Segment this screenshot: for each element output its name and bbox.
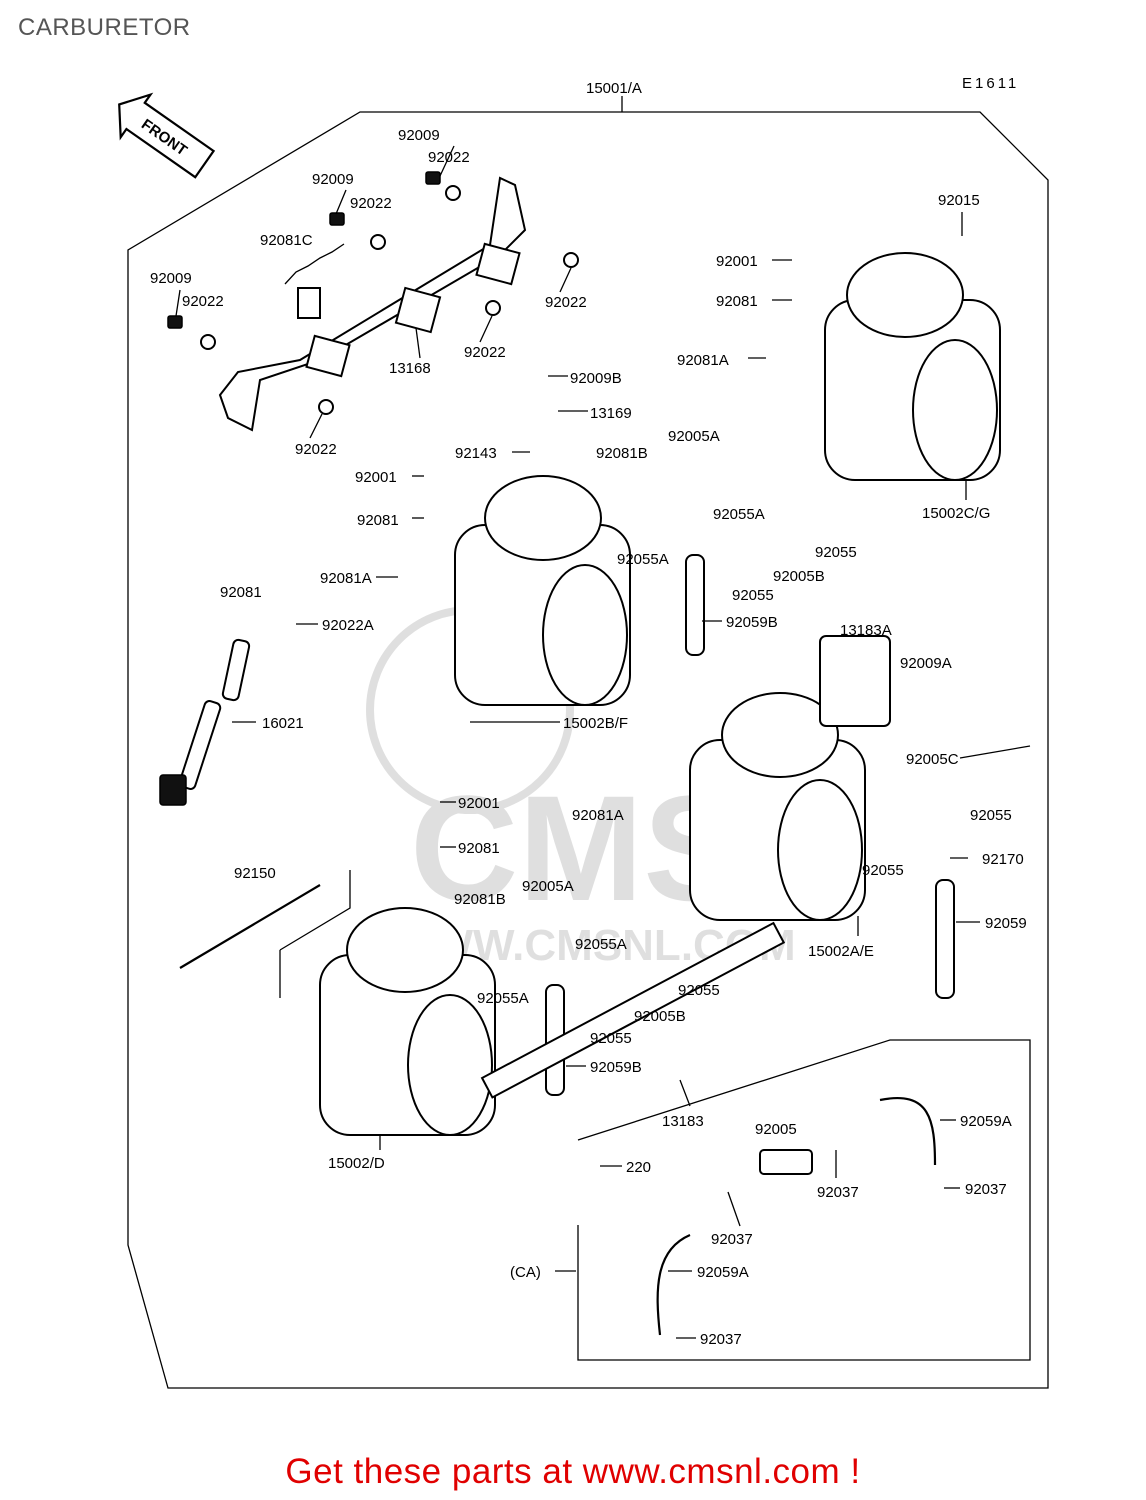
callout-label: 92081B	[454, 891, 506, 908]
callout-label: 92005C	[906, 751, 959, 768]
callout-label: 92005	[755, 1121, 797, 1138]
callout-label: 92081B	[596, 445, 648, 462]
callout-label: 92055A	[477, 990, 529, 1007]
callout-label: 92001	[355, 469, 397, 486]
callout-label: 92001	[458, 795, 500, 812]
callout-label: 220	[626, 1159, 651, 1176]
callout-label: 92022A	[322, 617, 374, 634]
assembly-boundary	[127, 111, 1049, 1389]
callout-label: 92081A	[677, 352, 729, 369]
callout-label: 92055A	[617, 551, 669, 568]
callout-label: 92005A	[668, 428, 720, 445]
callout-label: 92059A	[960, 1113, 1012, 1130]
callout-label: 92081	[357, 512, 399, 529]
callout-label: 92059B	[726, 614, 778, 631]
watermark-text: CMS	[410, 764, 743, 932]
callout-label: 92037	[700, 1331, 742, 1348]
callout-label: 92009	[312, 171, 354, 188]
callout-label: 13183	[662, 1113, 704, 1130]
callout-label: 92009A	[900, 655, 952, 672]
callout-label: 15002C/G	[922, 505, 990, 522]
callout-label: 92081	[716, 293, 758, 310]
hoses-and-shafts	[159, 554, 955, 1336]
callout-label: 92055	[862, 862, 904, 879]
callout-label: 92022	[464, 344, 506, 361]
mounting-bracket	[218, 176, 527, 432]
callout-label: 92059	[985, 915, 1027, 932]
callout-label: 92055	[678, 982, 720, 999]
callout-label: 92081	[220, 584, 262, 601]
callout-label: 92037	[965, 1181, 1007, 1198]
callout-label: 92059B	[590, 1059, 642, 1076]
diagram-code: E1611	[962, 75, 1019, 92]
carburetor-15002c-g	[824, 252, 1001, 481]
callout-label: 92081C	[260, 232, 313, 249]
callout-label: 15002/D	[328, 1155, 385, 1172]
callout-label: 92055	[815, 544, 857, 561]
callout-label: 92143	[455, 445, 497, 462]
carburetor-15002-d	[319, 907, 496, 1136]
callout-label: (CA)	[510, 1264, 541, 1281]
callout-label: 92022	[182, 293, 224, 310]
callout-label: 92009	[398, 127, 440, 144]
callout-label: 13168	[389, 360, 431, 377]
callout-label: 92009B	[570, 370, 622, 387]
callout-label: 92055	[590, 1030, 632, 1047]
callout-label: 92022	[545, 294, 587, 311]
callout-label: 92005B	[773, 568, 825, 585]
carburetor-15002b-f	[454, 475, 631, 706]
callout-label: 92015	[938, 192, 980, 209]
callout-leaders	[175, 145, 1031, 1339]
callout-label: 92055	[970, 807, 1012, 824]
callout-label: 92059A	[697, 1264, 749, 1281]
assembly-label: 15001/A	[586, 80, 642, 97]
callout-label: 92081A	[320, 570, 372, 587]
callout-label: 92170	[982, 851, 1024, 868]
callout-label: 92081	[458, 840, 500, 857]
callout-label: 92037	[711, 1231, 753, 1248]
get-parts-link[interactable]: Get these parts at www.cmsnl.com !	[285, 1452, 861, 1491]
carburetor-15002a-e	[689, 692, 866, 921]
callout-label: 92005A	[522, 878, 574, 895]
callout-label: 92150	[234, 865, 276, 882]
part-callouts: 92009 92022 92009 92022 92081C 92009 920…	[150, 127, 1027, 1348]
callout-label: 92001	[716, 253, 758, 270]
callout-label: 92055A	[575, 936, 627, 953]
callout-label: 92037	[817, 1184, 859, 1201]
callout-label: 92022	[295, 441, 337, 458]
svg-text:FRONT: FRONT	[138, 116, 190, 160]
callout-label: 13183A	[840, 622, 892, 639]
callout-label: 92055A	[713, 506, 765, 523]
callout-label: 92005B	[634, 1008, 686, 1025]
callout-label: 92081A	[572, 807, 624, 824]
callout-label: 16021	[262, 715, 304, 732]
callout-label: 13169	[590, 405, 632, 422]
callout-label: 92022	[350, 195, 392, 212]
callout-label: 92009	[150, 270, 192, 287]
page-title: CARBURETOR	[18, 14, 191, 41]
callout-label: 92055	[732, 587, 774, 604]
callout-label: 15002B/F	[563, 715, 628, 732]
callout-label: 15002A/E	[808, 943, 874, 960]
front-arrow: FRONT	[118, 92, 216, 179]
bracket-screws	[167, 171, 579, 415]
